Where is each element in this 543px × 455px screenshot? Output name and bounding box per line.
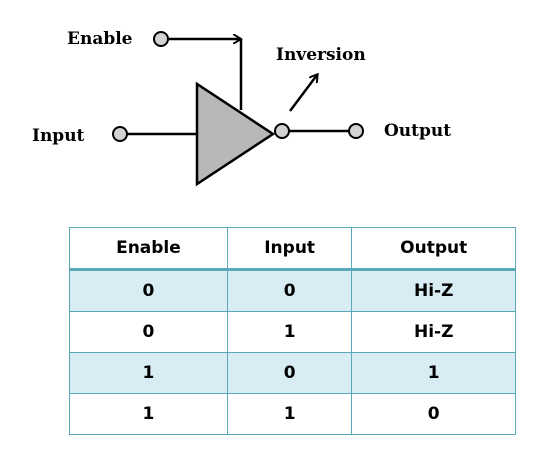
- inversion-label: Inversion: [276, 45, 366, 65]
- table-header-row: Enable Input Output: [69, 227, 516, 270]
- cell-enable: 0: [69, 311, 228, 353]
- enable-terminal: [153, 31, 169, 47]
- cell-output: 0: [351, 393, 516, 435]
- output-terminal: [348, 123, 364, 139]
- inversion-arrow: [289, 75, 317, 112]
- tristate-inverter-diagram: Enable Input Inversion Output: [32, 29, 451, 187]
- cell-input: 0: [226, 269, 353, 312]
- enable-label: Enable: [67, 29, 133, 49]
- header-output: Output: [351, 227, 516, 270]
- inversion-bubble: [274, 123, 290, 139]
- tristate-inverter-symbol: [195, 81, 276, 187]
- table-row: 0 0 Hi-Z: [69, 269, 516, 312]
- cell-enable: 0: [69, 269, 228, 312]
- output-label: Output: [384, 121, 451, 141]
- cell-input: 1: [226, 393, 353, 435]
- cell-enable: 1: [69, 393, 228, 435]
- cell-output: Hi-Z: [351, 311, 516, 353]
- truth-table: Enable Input Output 0 0 Hi-Z 0 1 Hi-Z 1 …: [69, 227, 516, 435]
- input-terminal: [112, 126, 128, 142]
- cell-output: 1: [351, 352, 516, 394]
- cell-input: 0: [226, 352, 353, 394]
- table-row: 0 1 Hi-Z: [69, 311, 516, 353]
- cell-input: 1: [226, 311, 353, 353]
- table-row: 1 1 0: [69, 393, 516, 435]
- header-enable: Enable: [69, 227, 228, 270]
- header-input: Input: [226, 227, 353, 270]
- table-row: 1 0 1: [69, 352, 516, 394]
- input-label: Input: [32, 126, 85, 146]
- cell-enable: 1: [69, 352, 228, 394]
- cell-output: Hi-Z: [351, 269, 516, 312]
